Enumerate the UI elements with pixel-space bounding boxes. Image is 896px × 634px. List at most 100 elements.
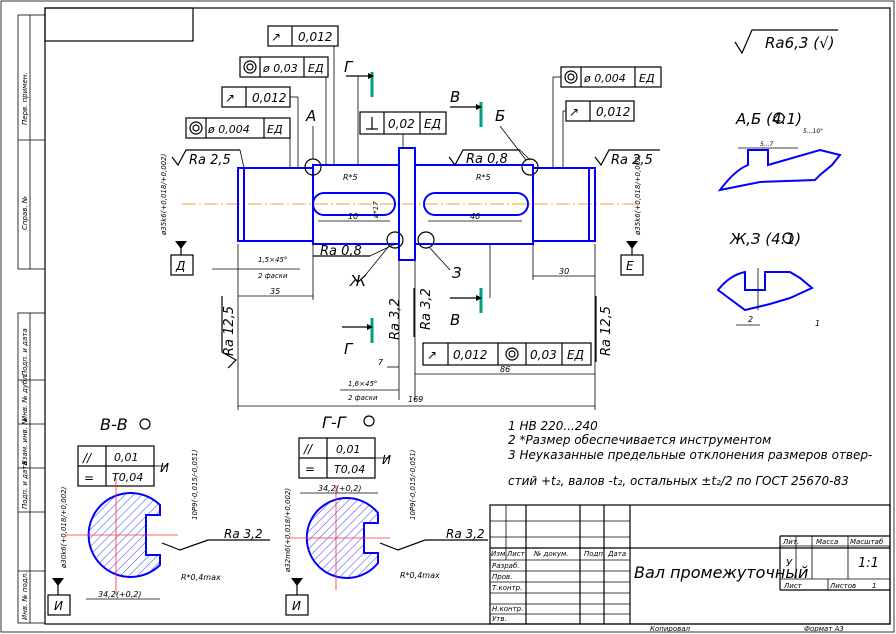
note-3: 3 Неуказанные предельные отклонения разм… [508, 448, 872, 462]
detail-zhz: Ж,З (4:1) 2 1 [716, 230, 820, 328]
svg-text:↗: ↗ [225, 91, 235, 105]
rough-center-b: Ra 3,2 [413, 288, 434, 337]
label-b: Б [495, 107, 505, 125]
detail-circle-z [417, 231, 435, 249]
tb-col-date: Дата [607, 550, 626, 558]
left-stamp: Перв. примен. Справ. № Подп. и дата Инв.… [17, 14, 46, 624]
stamp-label-1: Перв. примен. [21, 72, 29, 125]
section-vv-dia: ø30k6(+0,018/+0,002) [60, 486, 68, 569]
cut-marker-v-bottom: В [450, 244, 491, 329]
detail-ab: А,Б (4:1) 5...7 5...10° [717, 110, 842, 192]
tol-coax-left2-base: ЕД [267, 123, 283, 136]
section-vv-width: 34,2(+0,2) [98, 590, 141, 599]
corner-box [44, 7, 194, 42]
tol-runout-top-value: 0,012 [298, 30, 332, 44]
dim-dia-key: ø*17 [372, 201, 380, 219]
right-key-step [414, 164, 534, 245]
dim-chamfer-left: 1,5×45° [258, 256, 287, 264]
dim-len-10: 10 [348, 212, 358, 221]
tb-col-list: Лист [506, 550, 526, 558]
note-1: 1 HB 220...240 [508, 419, 598, 433]
tb-col-sign: Подп. [584, 550, 605, 558]
stamp-label-6: Подп. и дата [21, 461, 29, 509]
cut-marker-g-top: Г [344, 58, 374, 165]
tol-runout-right-value: 0,012 [596, 105, 630, 119]
dim-chamfers-mid: 2 фаски [348, 394, 378, 402]
stamp-label-2: Справ. № [21, 196, 29, 230]
section-vv-base-label: И [160, 461, 169, 475]
title-block: Изм Лист № докум. Подп. Дата Разраб. Про… [489, 504, 891, 633]
tb-col-izm: Изм [491, 550, 506, 558]
technical-notes: 1 HB 220...240 2 *Размер обеспечивается … [508, 419, 872, 488]
dim-dia-left: ø35k6(+0,018/+0,002) [160, 153, 168, 236]
tol-perp-base: ЕД [424, 117, 441, 131]
tol-coax-left-base: ЕД [308, 62, 324, 75]
section-vv-rough: Ra 3,2 [224, 527, 263, 541]
detail-circle-zh [386, 231, 404, 249]
base-e: Е [620, 241, 644, 276]
detail-zhz-dim: 2 [748, 315, 753, 324]
section-gg-dia: ø32m6(+0,018/+0,002) [284, 488, 292, 573]
rough-left-side: Ra 12,5 [221, 296, 237, 369]
section-gg-rough: Ra 3,2 [446, 527, 485, 541]
tol-runout-top: ↗ 0,012 [267, 25, 339, 165]
section-gg-base: И [292, 599, 301, 613]
dim-dia-right: ø35k6(+0,018/+0,002) [634, 153, 642, 236]
left-journal [237, 167, 314, 242]
section-gg-width: 34,2(+0,2) [318, 484, 361, 493]
svg-text:↗: ↗ [569, 105, 579, 119]
label-v-top: В [450, 88, 460, 106]
detail-circle-b [521, 158, 539, 176]
tb-copied: Копировал [650, 625, 691, 633]
tb-lit: Лит. [782, 538, 799, 546]
cut-marker-v-top: В [450, 88, 483, 127]
keyway-right [423, 192, 529, 216]
rough-right-journal: Ra 2,5 [594, 149, 660, 168]
label-zh: Ж [349, 272, 367, 290]
tb-sheets-value: 1 [872, 582, 876, 590]
section-vv-key: 10P9(-0,015/-0,051) [191, 449, 199, 520]
rough-left-journal: Ra 2,5 [171, 149, 245, 169]
tol-perpendicular: 0,02 ЕД [359, 111, 447, 148]
tol-runout-left: ↗ 0,012 [221, 86, 299, 168]
tol-runout-left-value: 0,012 [252, 91, 286, 105]
svg-text:↗: ↗ [427, 348, 437, 362]
tol-bottom-base: ЕД [567, 348, 584, 362]
base-d-text: Д [175, 259, 185, 273]
tb-format: Формат А3 [804, 625, 844, 633]
tol-bottom-runout: 0,012 [453, 348, 487, 362]
tol-coax-left-value: ø 0,03 [262, 62, 298, 75]
tb-mass: Масса [816, 538, 838, 546]
svg-text:=: = [305, 462, 315, 476]
label-g-top: Г [344, 58, 354, 76]
tol-coax-left2: ø 0,004 ЕД [185, 117, 291, 168]
keyway-left [312, 192, 396, 216]
shaft-main-view [182, 147, 640, 261]
dim-len-7: 7 [378, 358, 384, 367]
note-4: стий +t₂, валов -t₂, остальных ±t₂/2 по … [508, 474, 849, 488]
tb-lit-value: У [786, 558, 793, 569]
dim-lengths: 35 30 40 10 1,5×45° 2 фаски 7 1,6×45° 2 … [212, 212, 596, 410]
base-d: Д [170, 241, 194, 276]
right-journal [532, 167, 596, 242]
dim-len-40: 40 [470, 212, 480, 221]
label-g-bottom: Г [344, 340, 354, 358]
tol-bottom-coax: 0,03 [530, 348, 557, 362]
dim-chamfer-mid: 1,6×45° [348, 380, 377, 388]
rough-mid-bottom-text: Ra 0,8 [320, 244, 362, 259]
section-vv: В-В // = 0,01 Т0,04 И ø30k6(+0,018/+0,00… [47, 415, 270, 616]
section-vv-title: В-В [100, 415, 128, 434]
dim-radius-right: R*5 [476, 173, 491, 182]
rough-left-journal-text: Ra 2,5 [189, 153, 231, 168]
detail-zhz-dim2: 1 [815, 319, 820, 328]
tb-row-tkontr: Т.контр. [492, 584, 522, 592]
rough-center-b-text: Ra 3,2 [419, 288, 434, 330]
tol-coax-left2-value: ø 0,004 [207, 123, 250, 136]
tol-perp-value: 0,02 [388, 117, 415, 131]
general-roughness-text: Ra6,3 (√) [765, 34, 835, 52]
dim-len-35: 35 [270, 287, 280, 296]
tb-sheets: Листов [829, 582, 856, 590]
detail-ab-dim2: 5...10° [803, 128, 823, 135]
rough-right-journal-text: Ra 2,5 [611, 153, 653, 168]
section-gg-base-label: И [382, 453, 391, 467]
